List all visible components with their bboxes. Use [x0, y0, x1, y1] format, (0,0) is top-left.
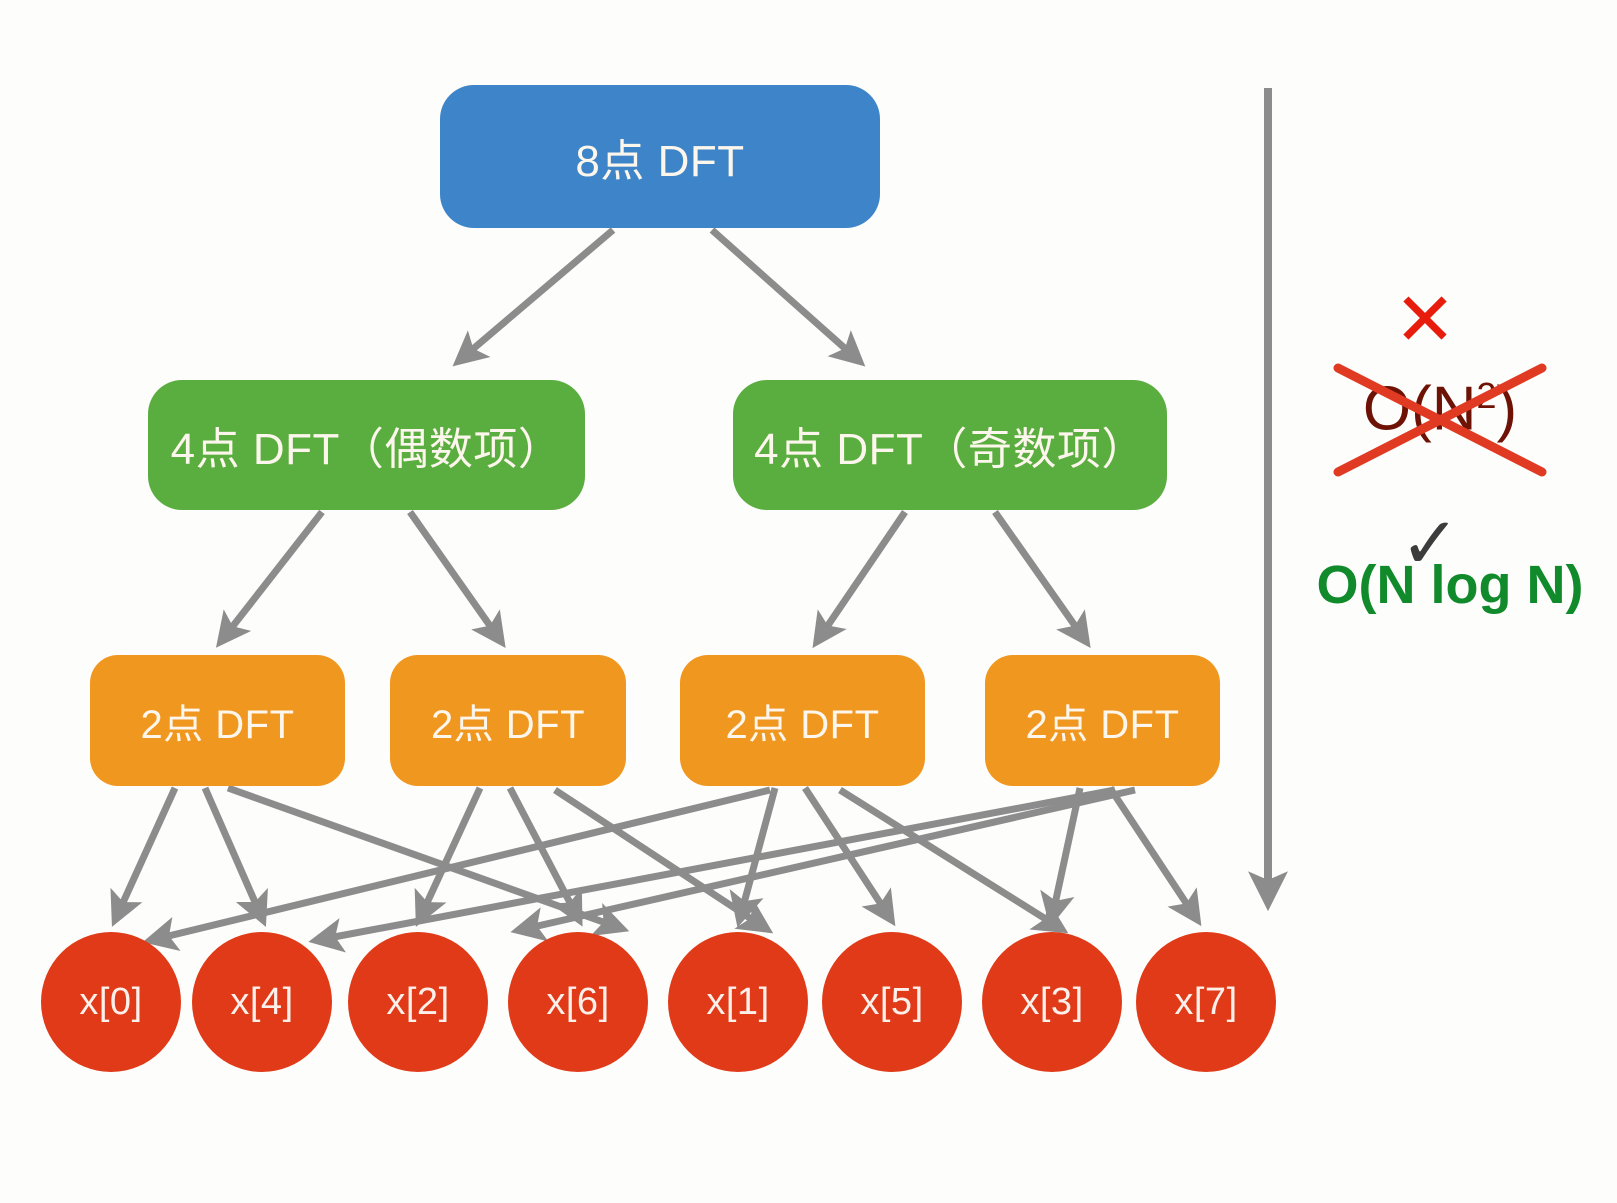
cross-mark-icon: ✕: [1380, 283, 1470, 357]
node-sample-x7[interactable]: x[7]: [1136, 932, 1276, 1072]
edge-dft2-2-to-x5: [802, 786, 896, 927]
node-sample-x7-label: x[7]: [1174, 980, 1238, 1023]
node-sample-x6[interactable]: x[6]: [508, 932, 648, 1072]
node-root-8point-dft[interactable]: 8点 DFT: [440, 85, 880, 228]
node-2point-dft-2[interactable]: 2点 DFT: [680, 655, 925, 786]
node-sample-x2-label: x[2]: [386, 980, 450, 1023]
edge-cross-dft2-3-to-x2: [510, 786, 1136, 942]
edge-dft2-2-to-x1: [729, 787, 779, 928]
node-sample-x5-label: x[5]: [860, 980, 924, 1023]
node-root-label: 8点 DFT: [575, 136, 745, 186]
edge-odd-to-dft2-3: [992, 509, 1091, 649]
node-sample-x4[interactable]: x[4]: [192, 932, 332, 1072]
node-sample-x0-label: x[0]: [79, 980, 143, 1023]
node-2point-dft-3-label: 2点 DFT: [1025, 702, 1180, 747]
node-sample-x3-label: x[3]: [1020, 980, 1084, 1023]
node-sample-x0[interactable]: x[0]: [41, 932, 181, 1072]
node-2point-dft-1[interactable]: 2点 DFT: [390, 655, 626, 786]
node-2point-dft-1-label: 2点 DFT: [430, 702, 586, 747]
node-sample-x3[interactable]: x[3]: [982, 932, 1122, 1072]
edge-dft2-0-to-x0: [110, 786, 179, 927]
node-2point-dft-0[interactable]: 2点 DFT: [90, 655, 345, 786]
bad-complexity-suffix: ): [1496, 374, 1518, 444]
node-4point-odd-label: 4点 DFT（奇数项）: [754, 425, 1146, 474]
cross-mark-glyph: ✕: [1393, 278, 1456, 361]
edge-cross-dft2-3-to-x4: [308, 786, 1116, 953]
node-sample-x6-label: x[6]: [546, 980, 610, 1023]
edge-dft2-1-to-x6: [506, 786, 583, 927]
bad-complexity-exponent: 2: [1476, 375, 1497, 416]
good-complexity-label: O(N log N): [1295, 558, 1605, 612]
node-4point-dft-even[interactable]: 4点 DFT（偶数项）: [148, 380, 585, 510]
edge-cross-dft2-2-to-x3: [838, 787, 1069, 934]
node-sample-x1-label: x[1]: [706, 980, 770, 1023]
node-2point-dft-3[interactable]: 2点 DFT: [985, 655, 1220, 786]
edge-even-to-dft2-1: [407, 509, 506, 649]
node-sample-x2[interactable]: x[2]: [348, 932, 488, 1072]
edge-cross-dft2-0-to-x6: [226, 784, 630, 937]
good-complexity-text: O(N log N): [1316, 555, 1584, 615]
edge-root-to-even: [452, 227, 616, 367]
node-sample-x1[interactable]: x[1]: [668, 932, 808, 1072]
node-4point-dft-odd[interactable]: 4点 DFT（奇数项）: [733, 380, 1167, 510]
bad-complexity-prefix: O(N: [1362, 374, 1477, 444]
node-sample-x4-label: x[4]: [230, 980, 294, 1023]
edge-even-to-dft2-0: [215, 509, 325, 648]
node-4point-even-label: 4点 DFT（偶数项）: [170, 425, 563, 474]
bad-complexity-label: O(N2): [1340, 378, 1540, 441]
edge-dft2-1-to-x2: [414, 786, 484, 927]
edge-dft2-0-to-x4: [201, 786, 268, 927]
node-sample-x5[interactable]: x[5]: [822, 932, 962, 1072]
node-2point-dft-2-label: 2点 DFT: [725, 702, 880, 747]
edge-cross-dft2-1-to-x1: [553, 787, 774, 934]
node-2point-dft-0-label: 2点 DFT: [140, 702, 295, 747]
edge-root-to-odd: [709, 227, 866, 367]
edge-odd-to-dft2-2: [812, 510, 908, 649]
check-mark-icon: ✓: [1385, 508, 1475, 580]
check-mark-glyph: ✓: [1399, 504, 1461, 584]
edge-dft2-3-to-x3: [1040, 787, 1084, 928]
edge-dft2-3-to-x7: [1107, 786, 1202, 927]
edge-cross-dft2-2-to-x0: [142, 786, 771, 952]
